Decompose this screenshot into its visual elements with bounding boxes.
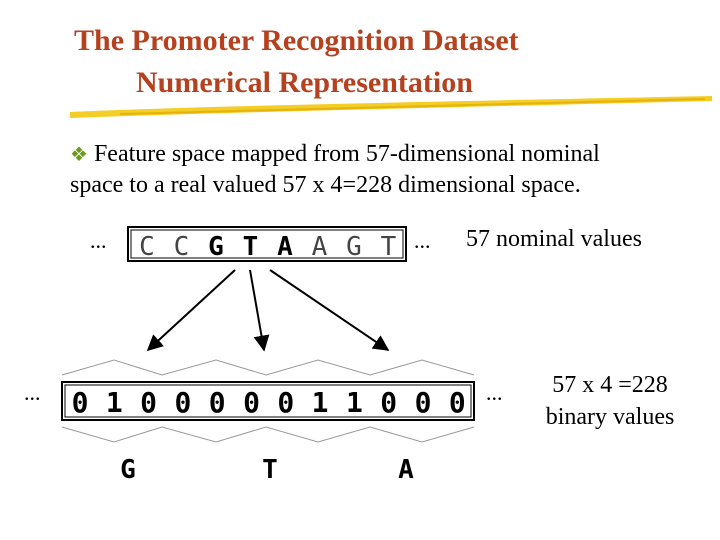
bullet-text-line-1: Feature space mapped from 57-dimensional…	[93, 141, 600, 167]
binary-right-ellipsis: ...	[486, 380, 503, 405]
nominal-char: A	[277, 232, 293, 262]
slide-title-line-1: The Promoter Recognition Dataset	[74, 24, 519, 57]
binary-digit: 1	[106, 386, 123, 419]
bottom-bracket-zigzag	[61, 426, 475, 443]
group-label: G	[120, 455, 136, 485]
bullet-text-line-2: space to a real valued 57 x 4=228 dimens…	[70, 172, 581, 198]
binary-digit: 0	[415, 386, 432, 419]
nominal-char: G	[346, 232, 362, 262]
arrow-to-g-group	[146, 269, 236, 352]
binary-digit: 0	[243, 386, 260, 419]
binary-values-label-line-2: binary values	[546, 404, 675, 430]
top-bracket-zigzag	[61, 359, 475, 376]
nominal-sequence-box	[127, 226, 407, 262]
nominal-right-ellipsis: ...	[414, 228, 431, 253]
nominal-char: T	[243, 232, 259, 262]
binary-digit: 0	[277, 386, 294, 419]
binary-digit: 1	[346, 386, 363, 419]
diamond-bullet-icon: ❖	[70, 144, 88, 166]
arrow-to-t-group	[249, 269, 270, 352]
arrow-to-a-group	[269, 269, 390, 351]
binary-digit: 0	[140, 386, 157, 419]
binary-digit: 0	[449, 386, 466, 419]
nominal-char: G	[208, 232, 224, 262]
binary-left-ellipsis: ...	[24, 380, 41, 405]
binary-digit: 1	[312, 386, 329, 419]
nominal-char: C	[174, 232, 190, 262]
bullet-line-1: ❖ Feature space mapped from 57-dimension…	[70, 139, 600, 170]
nominal-char: C	[139, 232, 155, 262]
binary-digit: 0	[72, 386, 89, 419]
binary-digit: 0	[174, 386, 191, 419]
binary-values-label-line-1: 57 x 4 =228	[552, 372, 668, 398]
binary-digit: 0	[380, 386, 397, 419]
nominal-left-ellipsis: ...	[90, 228, 107, 253]
nominal-char: A	[312, 232, 328, 262]
binary-digit: 0	[209, 386, 226, 419]
nominal-char: T	[381, 232, 397, 262]
group-label: T	[262, 455, 278, 485]
binary-sequence-box	[61, 381, 475, 421]
slide-title-line-2: Numerical Representation	[136, 66, 473, 99]
group-label: A	[398, 455, 414, 485]
nominal-values-label: 57 nominal values	[466, 226, 642, 252]
